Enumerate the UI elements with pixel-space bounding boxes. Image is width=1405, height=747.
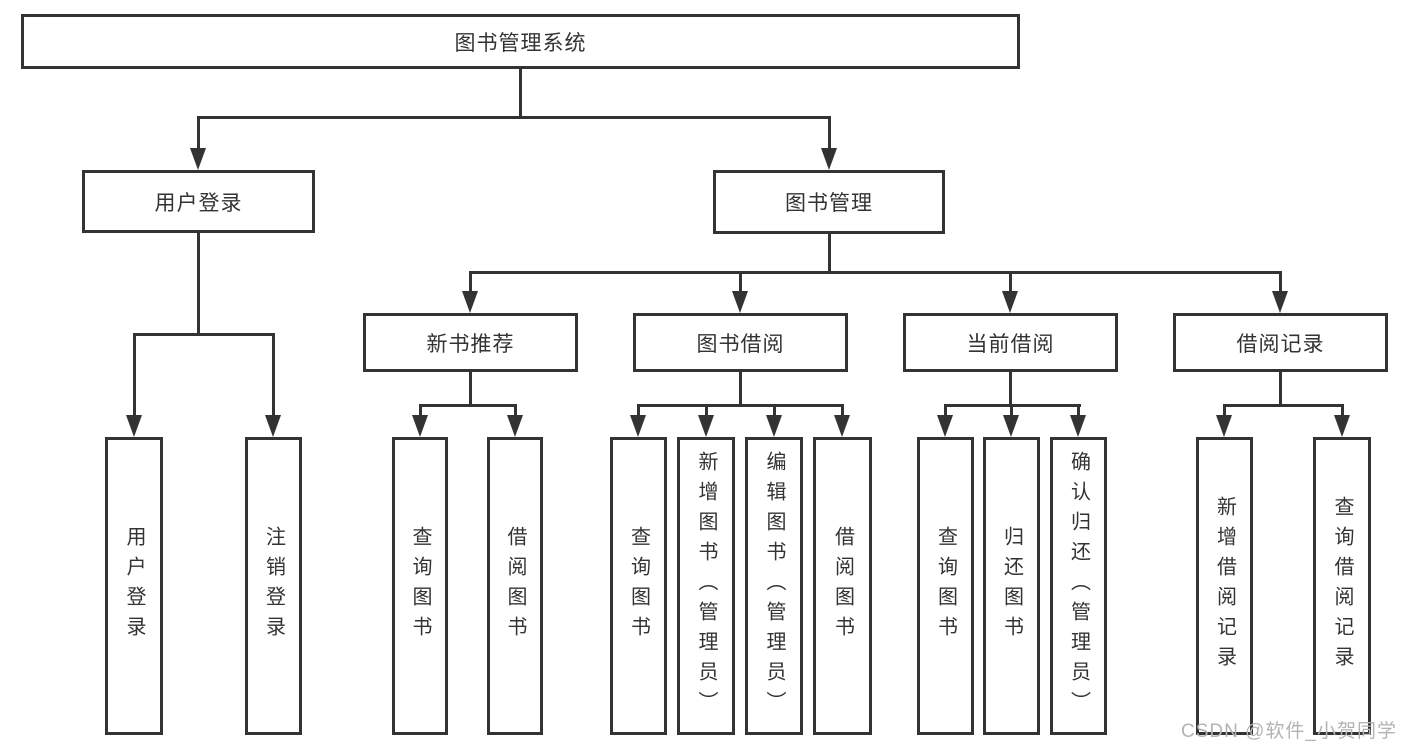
arrowhead-icon [1272,291,1288,313]
connector-line [519,69,522,117]
connector-line [514,404,517,419]
connector-line [469,271,472,295]
node-book-borrowing: 图书借阅 [633,313,848,372]
arrowhead-icon [1002,291,1018,313]
connector-line [419,404,422,419]
connector-line [637,404,640,419]
arrowhead-icon [462,291,478,313]
connector-line [739,271,742,295]
arrowhead-icon [412,415,428,437]
arrowhead-icon [126,415,142,437]
leaf-edit-books-admin-label: 编辑图书（管理员） [763,451,785,721]
connector-line [637,404,844,407]
connector-line [1009,271,1012,295]
connector-line [197,116,831,119]
arrowhead-icon [507,415,523,437]
arrowhead-icon [732,291,748,313]
leaf-edit-books-admin: 编辑图书（管理员） [745,437,803,735]
connector-line [1223,404,1344,407]
connector-line [133,333,275,336]
leaf-borrow-books-label: 借阅图书 [831,526,854,646]
connector-line [944,404,947,419]
arrowhead-icon [265,415,281,437]
leaf-query-books-recommend-label: 查询图书 [409,526,431,646]
connector-line [828,234,831,274]
node-book-borrowing-label: 图书借阅 [696,332,785,356]
leaf-logout-label: 注销登录 [262,526,285,646]
connector-line [705,404,708,419]
leaf-logout: 注销登录 [245,437,302,735]
leaf-query-borrow-record-label: 查询借阅记录 [1331,496,1353,676]
leaf-add-books-admin-label: 新增图书（管理员） [695,451,717,721]
arrowhead-icon [937,415,953,437]
csdn-watermark: CSDN @软件_小贺同学 [1181,721,1397,742]
arrowhead-icon [630,415,646,437]
arrowhead-icon [190,148,206,170]
connector-line [197,233,200,336]
arrowhead-icon [1003,415,1019,437]
leaf-user-login: 用户登录 [105,437,163,735]
connector-line [1009,372,1012,407]
leaf-query-borrow-record: 查询借阅记录 [1313,437,1371,735]
connector-line [272,333,275,419]
node-user-login: 用户登录 [82,170,315,233]
leaf-add-borrow-record: 新增借阅记录 [1196,437,1253,735]
arrowhead-icon [1216,415,1232,437]
node-user-login-label: 用户登录 [154,191,243,215]
node-new-book-recommend-label: 新书推荐 [426,332,515,356]
leaf-borrow-books-recommend-label: 借阅图书 [504,526,526,646]
leaf-add-books-admin: 新增图书（管理员） [677,437,735,735]
connector-line [1279,271,1282,295]
arrowhead-icon [766,415,782,437]
connector-line [419,404,517,407]
connector-line [739,372,742,407]
leaf-query-books-borrowing: 查询图书 [610,437,667,735]
connector-line [828,116,831,152]
leaf-confirm-return-admin: 确认归还（管理员） [1050,437,1107,735]
connector-line [1010,404,1013,419]
leaf-add-borrow-record-label: 新增借阅记录 [1213,496,1236,676]
connector-line [469,271,1282,274]
connector-line [197,116,200,152]
node-borrowing-records-label: 借阅记录 [1236,332,1325,356]
node-current-borrowing: 当前借阅 [903,313,1118,372]
arrowhead-icon [821,148,837,170]
arrowhead-icon [698,415,714,437]
node-root-label: 图书管理系统 [454,31,587,55]
leaf-borrow-books: 借阅图书 [813,437,872,735]
leaf-query-books-recommend: 查询图书 [392,437,448,735]
leaf-user-login-label: 用户登录 [123,526,145,646]
connector-line [1077,404,1080,419]
node-current-borrowing-label: 当前借阅 [966,332,1055,356]
connector-line [133,333,136,419]
connector-line [773,404,776,419]
arrowhead-icon [834,415,850,437]
node-book-management-label: 图书管理 [785,192,873,215]
node-borrowing-records: 借阅记录 [1173,313,1388,372]
leaf-return-books-label: 归还图书 [1000,526,1023,646]
node-root: 图书管理系统 [21,14,1020,69]
leaf-query-books-current-label: 查询图书 [934,526,957,646]
connector-line [1279,372,1282,407]
arrowhead-icon [1070,415,1086,437]
node-new-book-recommend: 新书推荐 [363,313,578,372]
node-book-management: 图书管理 [713,170,945,234]
leaf-confirm-return-admin-label: 确认归还（管理员） [1067,451,1090,721]
leaf-return-books: 归还图书 [983,437,1040,735]
connector-line [469,372,472,407]
leaf-query-books-borrowing-label: 查询图书 [627,526,650,646]
connector-line [1223,404,1226,419]
arrowhead-icon [1334,415,1350,437]
leaf-query-books-current: 查询图书 [917,437,974,735]
leaf-borrow-books-recommend: 借阅图书 [487,437,543,735]
connector-line [841,404,844,419]
connector-line [1341,404,1344,419]
